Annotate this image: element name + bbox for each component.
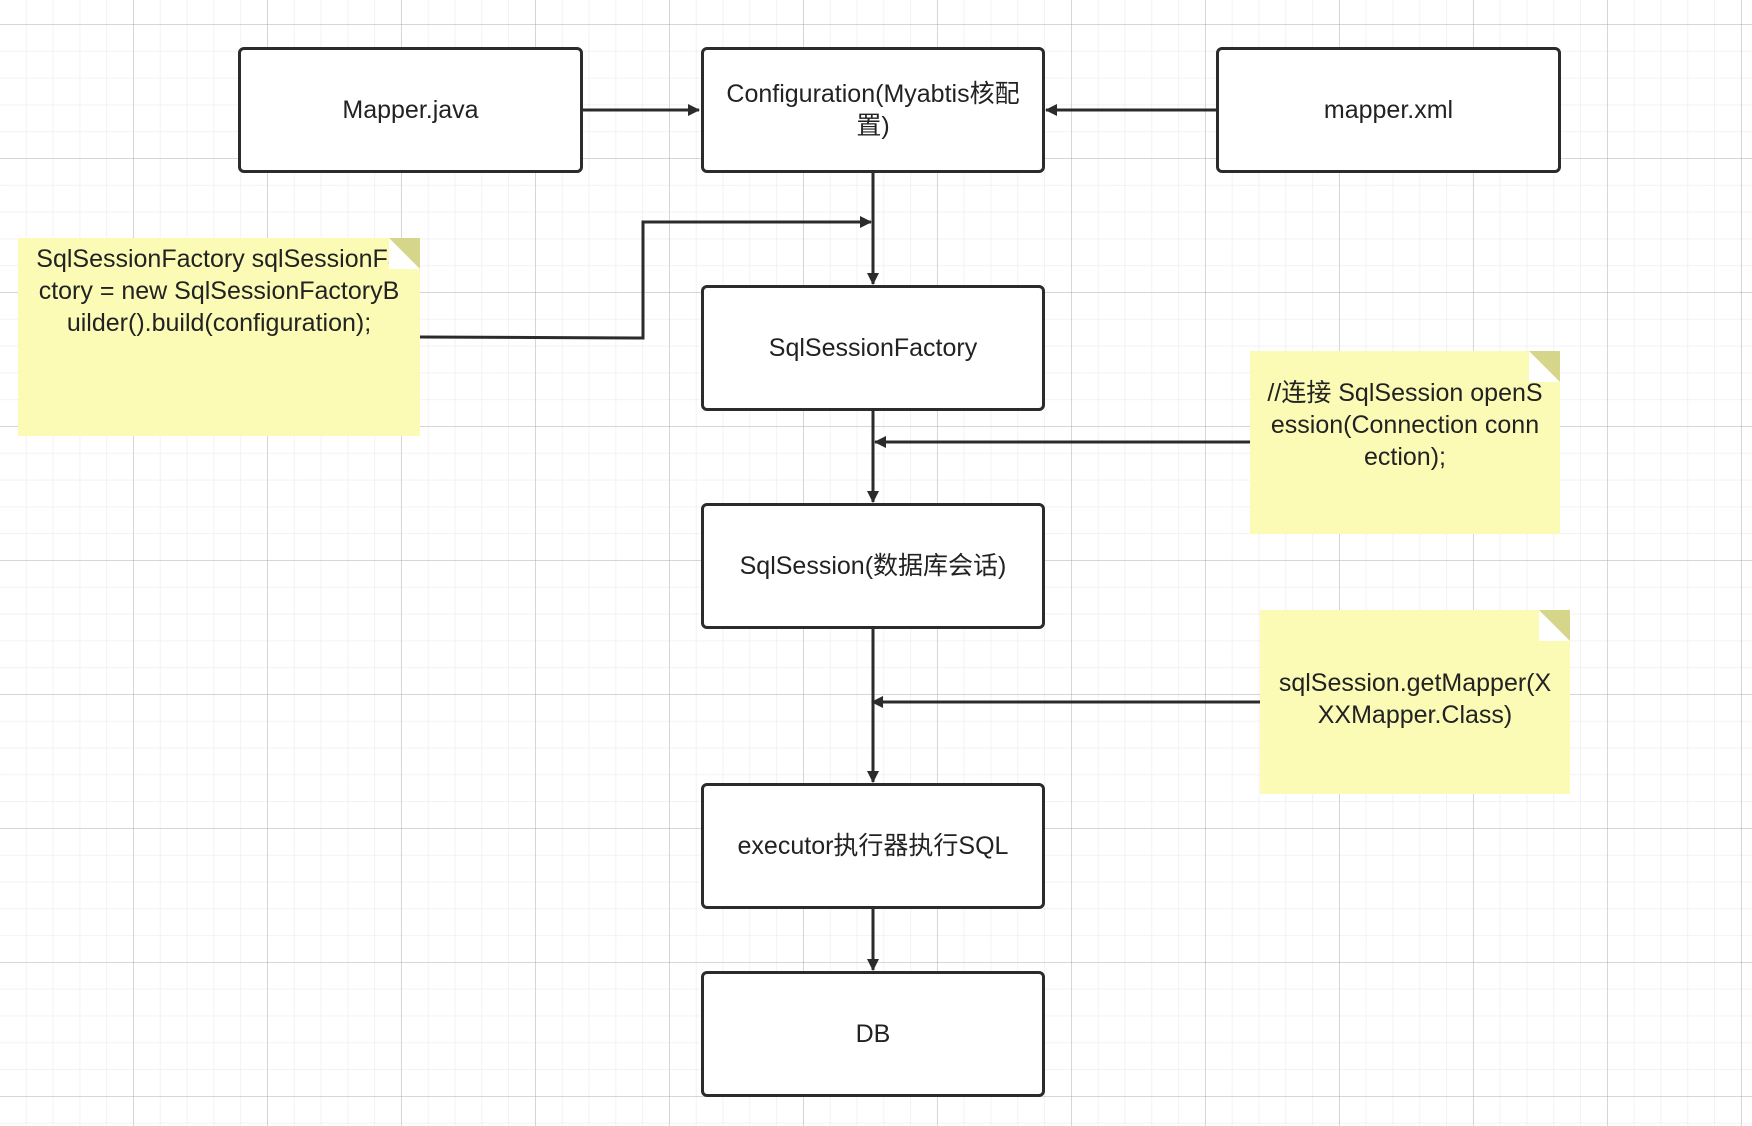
node-mapper-java-label: Mapper.java: [342, 96, 479, 124]
note-open-session[interactable]: //连接 SqlSession openSession(Connection c…: [1250, 351, 1560, 534]
note-fold-icon: [389, 238, 420, 269]
node-configuration[interactable]: Configuration(Myabtis核配置): [701, 47, 1045, 173]
note-get-mapper-text: sqlSession.getMapper(XXXMapper.Class): [1278, 669, 1552, 729]
note-build-factory-text: SqlSessionFactory sqlSessionFactory = ne…: [36, 245, 402, 337]
node-db-label: DB: [855, 1020, 891, 1048]
note-build-factory[interactable]: SqlSessionFactory sqlSessionFactory = ne…: [18, 238, 420, 436]
node-db[interactable]: DB: [701, 971, 1045, 1097]
note-fold-icon: [1539, 610, 1570, 641]
node-mapper-xml-label: mapper.xml: [1323, 96, 1454, 124]
node-mapper-xml[interactable]: mapper.xml: [1216, 47, 1561, 173]
node-sql-session[interactable]: SqlSession(数据库会话): [701, 503, 1045, 629]
note-fold-icon: [1529, 351, 1560, 382]
node-sql-session-factory[interactable]: SqlSessionFactory: [701, 285, 1045, 411]
node-configuration-label: Configuration(Myabtis核配置): [726, 80, 1020, 140]
node-sql-session-label: SqlSession(数据库会话): [739, 552, 1007, 580]
arrow-build-note-to-flow: [419, 216, 872, 340]
note-get-mapper[interactable]: sqlSession.getMapper(XXXMapper.Class): [1260, 610, 1570, 794]
node-sql-session-factory-label: SqlSessionFactory: [768, 334, 978, 362]
node-executor[interactable]: executor执行器执行SQL: [701, 783, 1045, 909]
node-mapper-java[interactable]: Mapper.java: [238, 47, 583, 173]
node-executor-label: executor执行器执行SQL: [737, 832, 1009, 860]
note-open-session-text: //连接 SqlSession openSession(Connection c…: [1267, 379, 1543, 471]
